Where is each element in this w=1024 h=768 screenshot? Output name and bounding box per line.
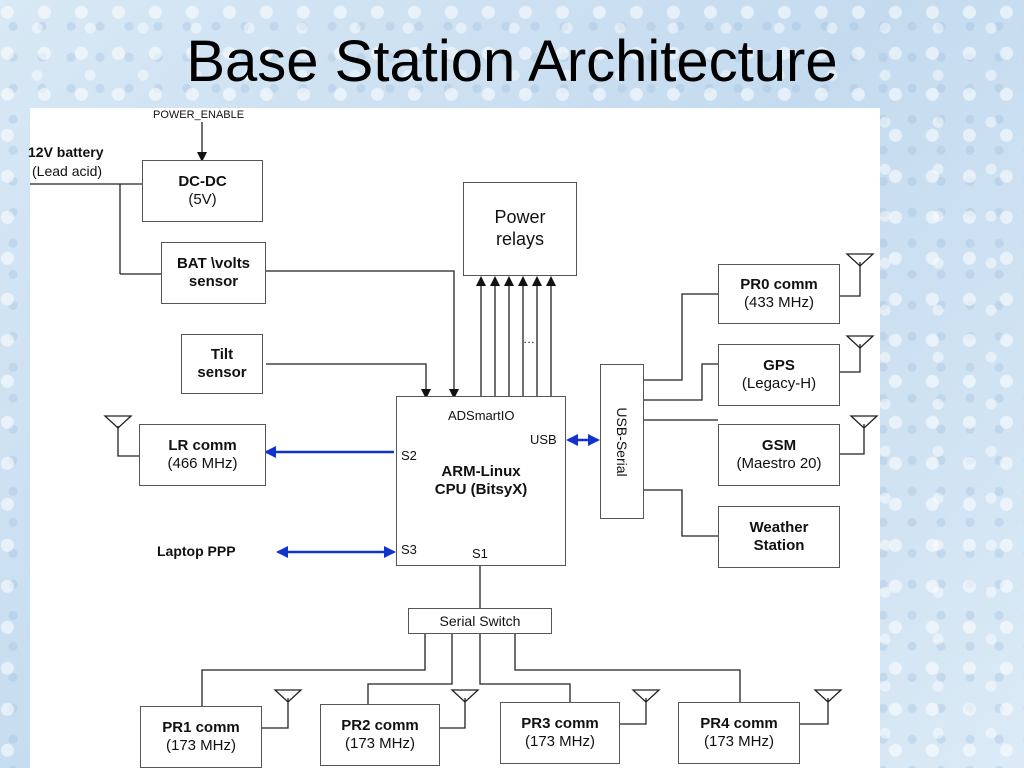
batsensor-to-cpu-line [266,270,459,399]
pr4-comm-title: PR4 comm [700,715,778,732]
pr2-comm-title: PR2 comm [341,717,419,734]
pr4-comm-subtitle: (173 MHz) [703,733,774,750]
gps-title: GPS [763,357,795,374]
tilt-sensor-box: Tilt sensor [181,334,263,394]
pr0-comm-box: PR0 comm (433 MHz) [718,264,840,324]
antenna-icons [103,253,879,703]
gsm-subtitle: (Maestro 20) [736,455,822,472]
usbserial-to-pr0-line [644,293,718,381]
lr-comm-subtitle: (466 MHz) [167,455,238,472]
gps-box: GPS (Legacy-H) [718,344,840,406]
usb-serial-box: USB-Serial [600,364,644,519]
weather-station-line2: Station [753,537,805,554]
pr1-comm-box: PR1 comm (173 MHz) [140,706,262,768]
pr3-comm-box: PR3 comm (173 MHz) [500,702,620,764]
antenna-icon-gsm [849,415,879,429]
tilt-sensor-line1: Tilt [210,346,234,363]
weather-station-line1: Weather [749,519,809,536]
power-relays-line2: relays [495,229,544,249]
cpu-usb-label: USB [530,432,557,447]
gsm-box: GSM (Maestro 20) [718,424,840,486]
switch-to-pr1-line [201,634,426,706]
battery-title: 12V battery [28,144,104,160]
battery-subtitle: (Lead acid) [32,163,103,179]
cpu-s2-label: S2 [401,448,417,463]
weather-station-box: Weather Station [718,506,840,568]
connection-lines [30,122,879,729]
bat-sensor-box: BAT \volts sensor [161,242,266,304]
serial-switch-box: Serial Switch [408,608,552,634]
antenna-icon-pr2 [450,689,480,703]
bat-sensor-line2: sensor [188,273,239,290]
cpu-s3-label: S3 [401,542,417,557]
pr1-comm-subtitle: (173 MHz) [165,737,236,754]
slide-title: Base Station Architecture [186,29,838,94]
usbserial-to-gps-line [644,363,718,401]
switch-to-pr3-line [479,634,571,702]
pr0-comm-subtitle: (433 MHz) [743,294,814,311]
power-enable-label: POWER_ENABLE [153,109,245,121]
cpu-line2: CPU (BitsyX) [434,481,528,498]
lr-comm-title: LR comm [168,437,237,454]
switch-to-pr4-line [514,634,741,702]
cpu-line1: ARM-Linux [441,463,521,480]
tilt-sensor-line2: sensor [197,364,247,381]
dcdc-title: DC-DC [178,173,227,190]
dcdc-subtitle: (5V) [188,191,217,208]
pr2-comm-subtitle: (173 MHz) [344,735,415,752]
cpu-adsmartio-label: ADSmartIO [448,408,515,423]
antenna-icon-pr3 [631,689,661,703]
bat-sensor-line1: BAT \volts [176,255,251,272]
architecture-diagram: POWER_ENABLE 12V battery (Lead acid) DC-… [28,108,880,768]
gsm-title: GSM [761,437,797,454]
pr4-comm-box: PR4 comm (173 MHz) [678,702,800,764]
relay-ellipsis: … [523,332,535,346]
usb-serial-label: USB-Serial [614,406,630,477]
antenna-icon-lr [103,415,133,429]
gps-subtitle: (Legacy-H) [741,375,817,392]
pr1-comm-title: PR1 comm [162,719,240,736]
antenna-icon-pr4 [813,689,843,703]
pr3-comm-title: PR3 comm [521,715,599,732]
tilt-to-cpu-line [266,363,431,399]
antenna-icon-pr1 [273,689,303,703]
switch-to-pr2-line [367,634,453,704]
pr0-comm-title: PR0 comm [740,276,818,293]
serial-switch-label: Serial Switch [439,612,521,629]
power-relays-box: Power relays [463,182,577,276]
dcdc-box: DC-DC (5V) [142,160,263,222]
lr-comm-box: LR comm (466 MHz) [139,424,266,486]
laptop-ppp-label: Laptop PPP [157,543,236,559]
pr3-comm-subtitle: (173 MHz) [524,733,595,750]
cpu-box: ARM-Linux CPU (BitsyX) [396,396,566,566]
usbserial-to-weather-line [644,489,718,537]
antenna-icon-pr0 [845,253,875,267]
cpu-s1-label: S1 [472,546,488,561]
power-relays-line1: Power [494,207,546,228]
pr2-comm-box: PR2 comm (173 MHz) [320,704,440,766]
antenna-icon-gps [845,335,875,349]
